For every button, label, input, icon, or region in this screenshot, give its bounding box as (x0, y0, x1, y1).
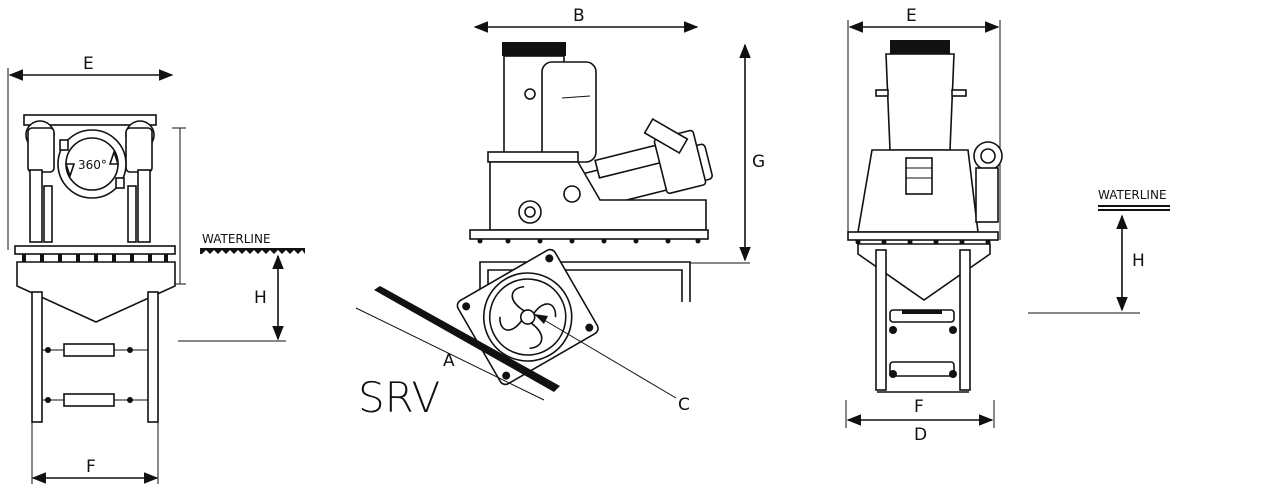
dimension-b-label: B (573, 6, 585, 26)
rear-dimension-e-label: E (906, 6, 917, 26)
rear-dimension-f-label: F (914, 397, 924, 417)
side-view: B G (355, 6, 765, 422)
dimension-a-label: A (443, 351, 455, 371)
right-rail (147, 291, 159, 423)
motor-housing (541, 61, 597, 163)
rotation-label: 360° (78, 158, 107, 172)
tunnel-housing (456, 248, 599, 386)
front-view: E 360° (7, 54, 305, 484)
rear-dimension-h-label: H (1132, 251, 1145, 271)
model-label: SRV (358, 373, 440, 422)
rear-hull-wedge (857, 243, 991, 301)
waterline-label: WATERLINE (202, 232, 271, 246)
hull-wedge (16, 261, 176, 323)
left-rail (31, 291, 43, 423)
rear-waterline-label: WATERLINE (1098, 188, 1167, 202)
rear-view: E F (845, 6, 1170, 445)
motor-cap (23, 114, 157, 126)
side-flange (469, 229, 709, 240)
mounting-flange (14, 245, 176, 255)
dimension-c-label: C (678, 395, 690, 415)
dimension-g-label: G (752, 152, 765, 172)
dimension-f-label: F (86, 457, 96, 477)
dimension-c-leader (533, 313, 677, 399)
dimension-h-label: H (254, 288, 267, 308)
rear-flange (847, 231, 999, 241)
rear-motor-tower (885, 53, 955, 151)
motor-top-grill (502, 42, 566, 56)
hull-line (374, 286, 560, 392)
dimension-d-label: D (914, 425, 927, 445)
rear-motor-grill (890, 40, 950, 54)
dimension-e-label: E (83, 54, 94, 74)
